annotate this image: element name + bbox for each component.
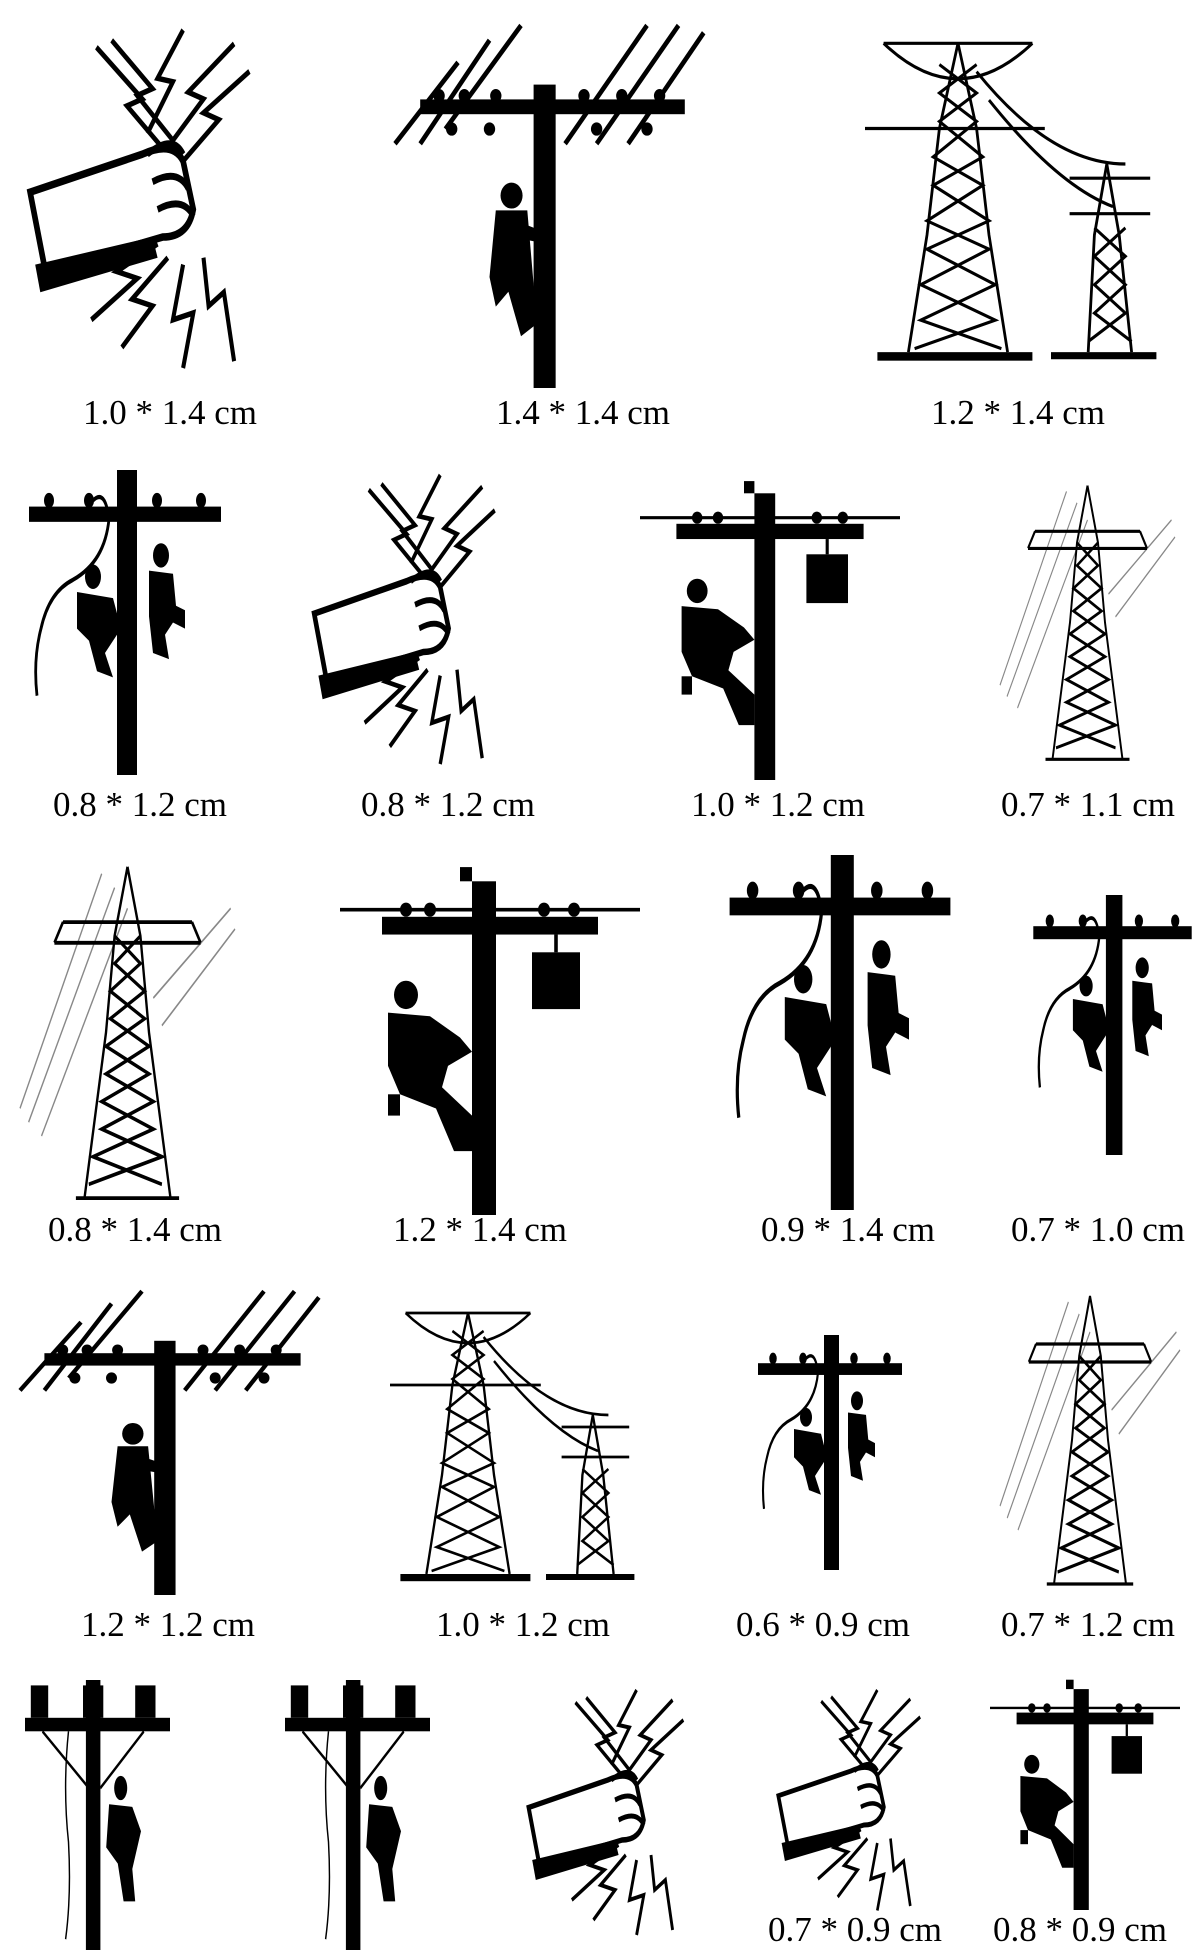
size-caption: 0.9 * 1.4 cm xyxy=(760,1210,936,1249)
pole-two-workers-icon xyxy=(725,855,955,1210)
pole-two-workers-icon xyxy=(756,1333,904,1572)
pole-climber-icon xyxy=(20,1285,325,1595)
size-caption: 0.8 * 1.2 cm xyxy=(52,785,228,824)
size-caption: 1.2 * 1.4 cm xyxy=(930,393,1106,432)
lattice-tower-icon xyxy=(998,1294,1182,1586)
lattice-tower-icon xyxy=(18,865,237,1200)
pole-transformer-icon xyxy=(340,860,640,1215)
pole-two-workers-icon xyxy=(1031,893,1194,1157)
size-caption: 0.7 * 1.2 cm xyxy=(1000,1605,1176,1644)
size-caption: 1.2 * 1.2 cm xyxy=(80,1605,256,1644)
size-caption: 0.7 * 1.0 cm xyxy=(1010,1210,1186,1249)
lattice-tower-icon xyxy=(998,484,1177,761)
hand-lightning-icon xyxy=(525,1690,705,1940)
pole-transformer-icon xyxy=(638,479,902,782)
double-tower-icon xyxy=(388,1311,636,1583)
size-caption: 0.7 * 0.9 cm xyxy=(767,1910,943,1949)
double-tower-icon xyxy=(863,41,1159,363)
pole-two-workers-icon xyxy=(25,470,225,775)
size-caption: 1.4 * 1.4 cm xyxy=(495,393,671,432)
size-caption: 0.7 * 1.1 cm xyxy=(1000,785,1176,824)
hand-lightning-icon xyxy=(25,30,280,375)
pole-insulators-icon xyxy=(23,1678,172,1952)
hand-lightning-icon xyxy=(310,475,520,770)
size-caption: 0.8 * 1.2 cm xyxy=(360,785,536,824)
pole-climber-icon xyxy=(395,18,710,388)
size-caption: 1.0 * 1.2 cm xyxy=(435,1605,611,1644)
size-caption: 1.2 * 1.4 cm xyxy=(392,1210,568,1249)
pole-insulators-icon xyxy=(283,1678,432,1952)
size-caption: 0.8 * 1.4 cm xyxy=(47,1210,223,1249)
size-caption: 0.6 * 0.9 cm xyxy=(735,1605,911,1644)
hand-lightning-icon xyxy=(775,1690,940,1915)
pole-transformer-icon xyxy=(988,1678,1182,1912)
size-caption: 1.0 * 1.4 cm xyxy=(82,393,258,432)
size-caption: 0.8 * 0.9 cm xyxy=(992,1910,1168,1949)
size-caption: 1.0 * 1.2 cm xyxy=(690,785,866,824)
